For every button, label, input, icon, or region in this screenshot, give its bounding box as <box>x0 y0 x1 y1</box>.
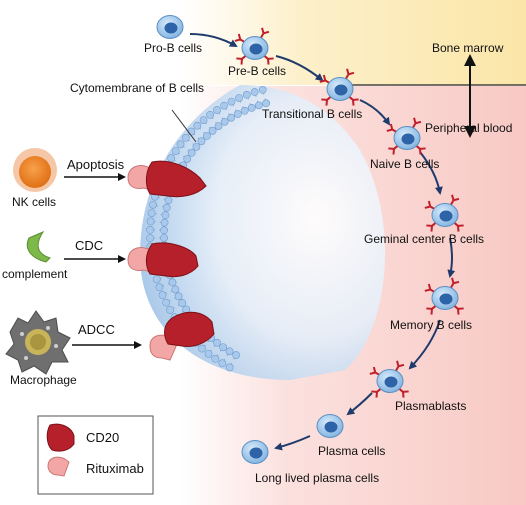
cd20-legend-icon <box>46 423 75 452</box>
stage-arrow-8 <box>274 435 311 451</box>
complement-label: complement <box>2 267 68 281</box>
stage-label-9: Long lived plasma cells <box>255 471 379 485</box>
complement-icon <box>26 230 51 263</box>
stage-label-5: Geminal center B cells <box>364 232 484 246</box>
compartment-arrow-head-up <box>464 54 476 66</box>
compartment-arrow-head-down <box>464 126 476 138</box>
b-cell-stage-7: Plasmablasts <box>369 360 466 413</box>
b-cell-stage-8: Plasma cells <box>316 414 385 458</box>
macrophage-label: Macrophage <box>10 373 77 387</box>
stage-label-2: Pre-B cells <box>228 64 286 78</box>
cell-interior <box>140 85 386 380</box>
nk-cell-icon <box>13 148 57 192</box>
stage-label-8: Plasma cells <box>318 444 385 458</box>
legend-rituximab-label: Rituximab <box>86 461 144 476</box>
b-cell-stage-3: Transitional B cells <box>262 68 362 121</box>
stage-arrow-7 <box>346 392 373 416</box>
b-cell-stage-1: Pro-B cells <box>144 15 202 55</box>
cd20-rituximab-3 <box>149 311 215 361</box>
b-cell-stage-2: Pre-B cells <box>228 27 286 78</box>
cd20-rituximab-2 <box>127 242 199 278</box>
peripheral-blood-label: Peripheral blood <box>425 121 512 135</box>
stage-label-1: Pro-B cells <box>144 41 202 55</box>
stage-arrow-6 <box>408 319 441 370</box>
legend-cd20-label: CD20 <box>86 430 119 445</box>
stage-label-6: Memory B cells <box>390 318 472 332</box>
stage-arrow-3 <box>359 99 391 126</box>
stage-label-3: Transitional B cells <box>262 107 362 121</box>
stage-arrow-1 <box>189 33 238 47</box>
cd20-rituximab-1 <box>127 160 207 198</box>
adcc-label: ADCC <box>78 322 115 337</box>
b-cell-stage-6: Memory B cells <box>390 277 472 332</box>
b-cell-stage-9: Long lived plasma cells <box>241 440 379 485</box>
b-cell-stage-5: Geminal center B cells <box>364 194 484 246</box>
stage-arrow-4 <box>419 151 443 195</box>
nk-cells-label: NK cells <box>12 195 56 209</box>
cdc-label: CDC <box>75 238 103 253</box>
stage-arrow-5 <box>447 237 456 278</box>
bone-marrow-label: Bone marrow <box>432 41 504 55</box>
b-cell-stage-4: Naive B cells <box>370 117 439 171</box>
apoptosis-label: Apoptosis <box>67 157 125 172</box>
cytomembrane-label: Cytomembrane of B cells <box>70 81 204 95</box>
stage-label-7: Plasmablasts <box>395 399 466 413</box>
stage-arrows <box>189 33 456 451</box>
macrophage-icon <box>5 310 71 375</box>
cytomembrane-pointer <box>171 109 197 143</box>
stage-label-4: Naive B cells <box>370 157 439 171</box>
stage-arrow-2 <box>275 55 324 82</box>
rituximab-legend-icon <box>47 456 70 477</box>
